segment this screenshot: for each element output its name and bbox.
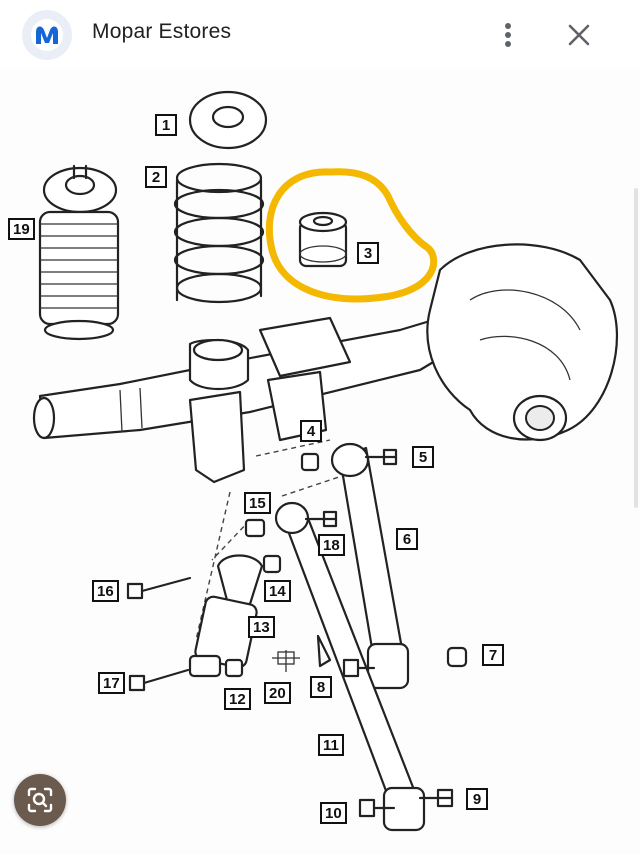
rear-suspension-diagram	[32, 90, 618, 832]
close-button[interactable]	[562, 18, 596, 52]
bolt-8-drawing	[342, 658, 376, 678]
callout-18: 18	[318, 534, 345, 556]
nut-15-drawing	[244, 518, 266, 538]
callout-14: 14	[264, 580, 291, 602]
mopar-m-icon	[31, 19, 63, 51]
parts-diagram-image[interactable]: 1 2 3 4 5 6 7 8 9 10 11 12 13 14 15 16 1…	[0, 68, 640, 854]
callout-19: 19	[8, 218, 35, 240]
bolt-5-drawing	[364, 448, 398, 466]
bolt-16-drawing	[126, 576, 192, 600]
spring-isolator-drawing	[188, 90, 268, 150]
nut-7-drawing	[446, 646, 468, 668]
coil-spring-drawing	[173, 162, 265, 304]
visual-search-button[interactable]	[14, 774, 66, 826]
highlight-circle	[265, 168, 438, 303]
callout-3: 3	[357, 242, 379, 264]
callout-13: 13	[248, 616, 275, 638]
site-title: Mopar Estores	[92, 20, 232, 43]
more-options-button[interactable]	[494, 18, 522, 52]
callout-15: 15	[244, 492, 271, 514]
callout-10: 10	[320, 802, 347, 824]
bolt-10-drawing	[358, 798, 396, 818]
callout-1: 1	[155, 114, 177, 136]
callout-7: 7	[482, 644, 504, 666]
bolt-9-drawing	[418, 788, 454, 808]
axle-housing-drawing	[32, 243, 618, 484]
nut-8-drawing	[316, 634, 332, 668]
air-spring-drawing	[38, 164, 120, 341]
callout-8: 8	[310, 676, 332, 698]
callout-17: 17	[98, 672, 125, 694]
upper-control-arm-drawing	[330, 442, 410, 690]
nut-14-drawing	[262, 554, 282, 574]
bolt-17-drawing	[128, 668, 190, 692]
scrollbar-thumb[interactable]	[634, 188, 638, 508]
browser-header: Mopar Estores	[0, 0, 640, 68]
callout-5: 5	[412, 446, 434, 468]
close-icon	[568, 24, 590, 46]
callout-2: 2	[145, 166, 167, 188]
bolt-18-drawing	[304, 510, 338, 528]
shock-absorber-drawing	[188, 554, 264, 678]
nut-4-drawing	[300, 452, 320, 472]
nut-12-drawing	[224, 658, 244, 678]
callout-4: 4	[300, 420, 322, 442]
callout-12: 12	[224, 688, 251, 710]
bushing-drawing	[298, 211, 348, 268]
callout-11: 11	[318, 734, 344, 756]
callout-20: 20	[264, 682, 291, 704]
callout-9: 9	[466, 788, 488, 810]
stud-20-drawing	[272, 650, 300, 672]
callout-16: 16	[92, 580, 119, 602]
visual-search-icon	[27, 787, 53, 813]
mopar-logo[interactable]	[22, 10, 72, 60]
more-vertical-icon	[505, 23, 511, 47]
callout-6: 6	[396, 528, 418, 550]
